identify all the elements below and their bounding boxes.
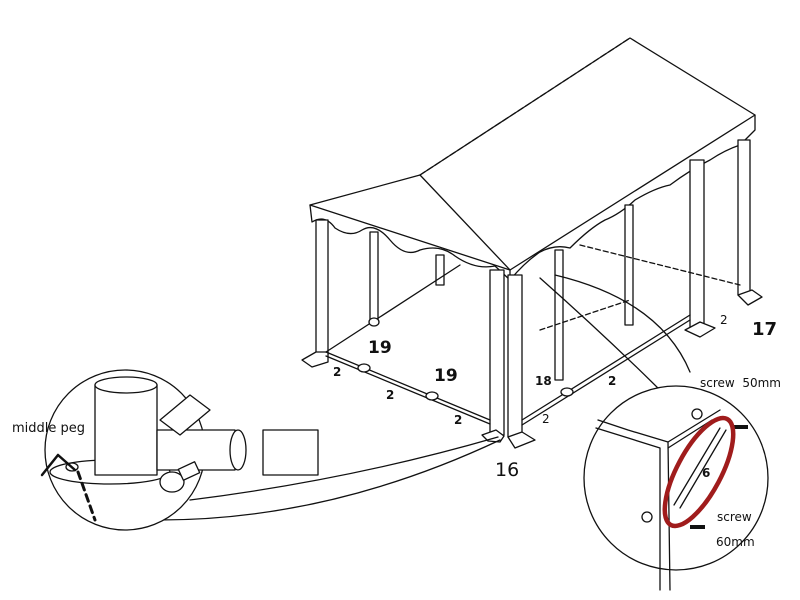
post — [737, 139, 751, 296]
part-16-label: 16 — [495, 459, 520, 481]
middle-peg-label: middle peg — [12, 421, 86, 436]
nut-icon — [641, 511, 653, 523]
screw-60mm-label: screw — [717, 510, 752, 524]
pipe-piece — [262, 429, 319, 476]
detail-circle — [583, 385, 769, 571]
roof — [309, 37, 756, 271]
part-19-label: 19 — [434, 366, 458, 386]
nut-icon — [691, 408, 703, 420]
middle-peg-detail — [40, 369, 501, 531]
post — [489, 269, 505, 436]
part-19-label: 19 — [368, 338, 392, 358]
part-2-label: 2 — [454, 413, 463, 427]
corner-brace-detail — [539, 274, 769, 591]
post — [689, 159, 705, 331]
part-2-label: 2 — [720, 313, 728, 327]
part-17-label: 17 — [752, 319, 778, 340]
post — [507, 274, 523, 438]
post — [315, 219, 329, 356]
screw-60mm-size: 60mm — [716, 535, 755, 549]
part-2-label: 2 — [542, 412, 550, 426]
part-2-label: 2 — [608, 374, 617, 388]
part-2-label: 2 — [333, 365, 342, 379]
part-6-label: 6 — [702, 466, 711, 480]
tent-frame — [301, 37, 763, 449]
screw-50mm-label: screw 50mm — [700, 376, 781, 390]
bolt-icon — [159, 471, 185, 493]
highlight-ring — [662, 415, 736, 529]
part-2-label: 2 — [386, 388, 395, 402]
part-18-label: 18 — [535, 374, 552, 388]
